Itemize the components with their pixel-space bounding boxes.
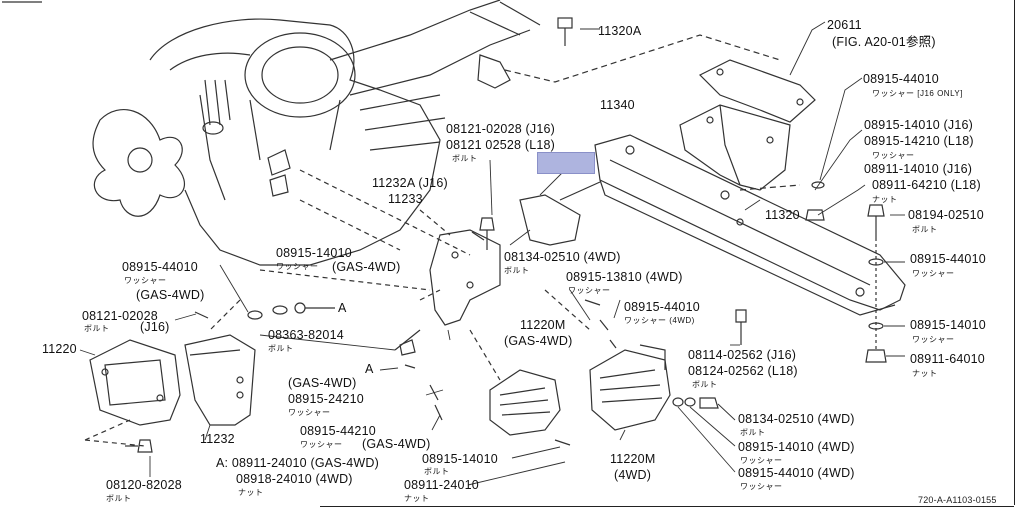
label-bolt-jp-3: ボルト (504, 266, 530, 275)
label-08911-24010[interactable]: 08911-24010 (404, 478, 479, 492)
label-08134-02510-4wd-top[interactable]: 08134-02510 (4WD) (504, 250, 621, 264)
label-washer-jp-5: ワッシャー (568, 286, 611, 295)
label-08124-02562-l18[interactable]: 08124-02562 (L18) (688, 364, 798, 378)
label-bolt-jp-5: ボルト (268, 344, 294, 353)
label-washer-jp-12: ワッシャー (124, 276, 167, 285)
label-11220[interactable]: 11220 (42, 342, 77, 356)
label-20611[interactable]: 20611 (827, 18, 862, 32)
label-11320[interactable]: 11320 (765, 208, 800, 222)
label-08194-02510[interactable]: 08194-02510 (908, 208, 984, 222)
label-08915-14010-j16[interactable]: 08915-14010 (J16) (864, 118, 974, 132)
label-callout-a2[interactable]: A (365, 362, 374, 376)
label-bolt-jp-8: ボルト (424, 467, 450, 476)
upper-bracket-drawing (504, 34, 816, 191)
label-08915-13810-4wd[interactable]: 08915-13810 (4WD) (566, 270, 683, 284)
center-bracket-drawing (419, 194, 581, 326)
label-11232[interactable]: 11232 (200, 432, 235, 446)
label-washer-j16only-note: ワッシャー [J16 ONLY] (872, 89, 963, 98)
label-washer-jp-7: ワッシャー (912, 335, 955, 344)
label-08915-44010-mid[interactable]: 08915-44010 (624, 300, 700, 314)
label-gas-4wd-4: (GAS-4WD) (288, 376, 357, 390)
label-08915-14010-bottom[interactable]: 08915-14010 (422, 452, 498, 466)
label-bolt-jp-7: ボルト (740, 428, 766, 437)
label-11233[interactable]: 11233 (388, 192, 423, 206)
label-gas-4wd-1: (GAS-4WD) (332, 260, 401, 274)
label-08915-14010-gas[interactable]: 08915-14010 (276, 246, 352, 260)
label-a-note-line2[interactable]: 08918-24010 (4WD) (236, 472, 353, 486)
label-08915-44010-4wd[interactable]: 08915-44010 (4WD) (738, 466, 855, 480)
label-08114-02562-j16[interactable]: 08114-02562 (J16) (688, 348, 797, 362)
label-20611-ref: (FIG. A20-01参照) (832, 35, 936, 49)
label-washer-jp-1: ワッシャー (872, 151, 915, 160)
highlighted-part-box[interactable] (537, 152, 595, 174)
label-nut-jp-3: ナット (404, 494, 430, 503)
label-washer-jp-2: ワッシャー (276, 262, 319, 271)
diagram-ref-code: 720-A-A1103-0155 (918, 495, 997, 505)
label-nut-jp-2: ナット (912, 369, 938, 378)
label-11232A-j16[interactable]: 11232A (J16) (372, 176, 448, 190)
label-08121-02028-j16[interactable]: 08121-02028 (J16) (446, 122, 556, 136)
label-callout-a[interactable]: A (338, 301, 347, 315)
label-nut-jp-1: ナット (872, 195, 898, 204)
label-08915-44210[interactable]: 08915-44210 (300, 424, 376, 438)
label-bolt-jp-6: ボルト (692, 380, 718, 389)
label-11320A[interactable]: 11320A (598, 24, 642, 38)
label-08915-14010-4wd[interactable]: 08915-14010 (4WD) (738, 440, 855, 454)
label-08911-14010-j16[interactable]: 08911-14010 (J16) (864, 162, 973, 176)
frame-bottom-rule (320, 506, 1014, 507)
label-08915-24210[interactable]: 08915-24210 (288, 392, 364, 406)
label-washer-jp-11: ワッシャー (740, 482, 783, 491)
label-08134-02510-4wd-low[interactable]: 08134-02510 (4WD) (738, 412, 855, 426)
label-08915-14010-right2[interactable]: 08915-14010 (910, 318, 986, 332)
rubber-mounts-drawing (429, 289, 719, 446)
label-a-note-line1[interactable]: A: 08911-24010 (GAS-4WD) (216, 456, 379, 470)
label-08121-02528-l18[interactable]: 08121 02528 (L18) (446, 138, 556, 152)
label-washer-jp-6: ワッシャー (4WD) (624, 316, 695, 325)
label-08120-82028[interactable]: 08120-82028 (106, 478, 182, 492)
label-08915-44010-j16only[interactable]: 08915-44010 (863, 72, 939, 86)
label-bolt-jp-1: ボルト (452, 154, 478, 163)
label-nut-jp-4: ナット (238, 488, 264, 497)
label-11220M-4wd[interactable]: 11220M (610, 452, 656, 466)
label-bolt-jp-2: ボルト (912, 225, 938, 234)
label-bolt-jp-9: ボルト (106, 494, 132, 503)
label-11220M[interactable]: 11220M (520, 318, 566, 332)
label-08911-64210-l18[interactable]: 08911-64210 (L18) (872, 178, 981, 192)
label-4wd-tag: (4WD) (614, 468, 652, 482)
label-08915-14210-l18[interactable]: 08915-14210 (L18) (864, 134, 974, 148)
engine-transmission-drawing (92, 0, 541, 291)
label-j16-tag: (J16) (140, 320, 170, 334)
left-mount-drawing (84, 299, 421, 453)
crossmember-drawing (559, 134, 906, 316)
label-08915-44010-gas-left[interactable]: 08915-44010 (122, 260, 198, 274)
label-washer-jp-3: ワッシャー (912, 269, 955, 278)
label-08915-44010-right[interactable]: 08915-44010 (910, 252, 986, 266)
label-washer-jp-9: ワッシャー (300, 440, 343, 449)
label-08363-82014[interactable]: 08363-82014 (268, 328, 344, 342)
label-08121-02028-lower[interactable]: 08121-02028 (82, 309, 158, 323)
fastener-drawing (471, 17, 887, 363)
label-washer-jp-10: ワッシャー (740, 456, 783, 465)
label-08911-64010[interactable]: 08911-64010 (910, 352, 985, 366)
label-washer-jp-8: ワッシャー (288, 408, 331, 417)
label-gas-4wd-6: (GAS-4WD) (136, 288, 205, 302)
label-bolt-jp-4: ボルト (84, 324, 110, 333)
label-gas-4wd-3: (GAS-4WD) (504, 334, 573, 348)
label-11340[interactable]: 11340 (600, 98, 635, 112)
label-gas-4wd-5: (GAS-4WD) (362, 437, 431, 451)
frame-right-rule (1014, 0, 1015, 505)
